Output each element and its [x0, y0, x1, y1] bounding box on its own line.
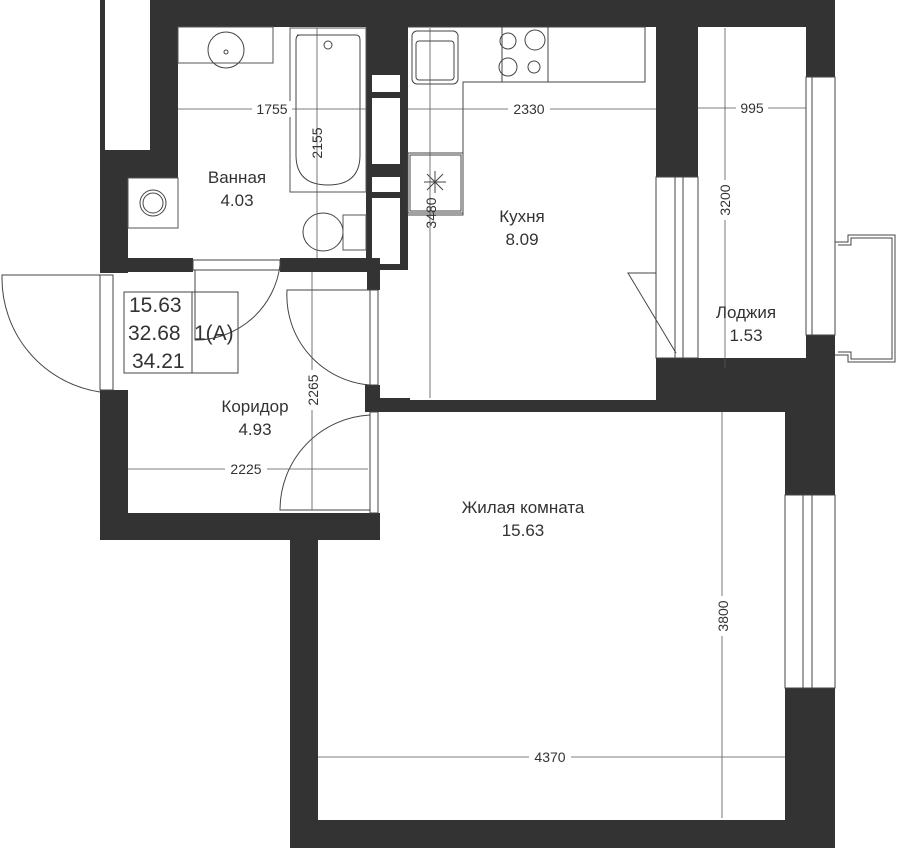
dim-bath-height: 2155	[309, 127, 325, 158]
dim-loggia-height: 3200	[717, 184, 733, 215]
living-room-area: 15.63	[502, 521, 545, 540]
kitchen-area: 8.09	[505, 230, 538, 249]
walls	[100, 0, 835, 848]
dim-bath-width: 1755	[256, 101, 287, 117]
area-summary-box: 15.63 32.68 34.21 1(A)	[123, 291, 239, 374]
kitchen-name: Кухня	[499, 207, 545, 226]
bathtub-icon	[289, 27, 367, 193]
summary-room-type: 1(A)	[194, 322, 234, 345]
room-labels: Ванная 4.03 Кухня 8.09 Лоджия 1.53 Корид…	[208, 168, 776, 540]
fixtures	[127, 26, 646, 252]
toilet-icon	[302, 212, 344, 252]
dim-kitchen-width: 2330	[513, 101, 544, 117]
kitchen-sink-icon	[411, 30, 459, 85]
summary-total-with-loggia: 34.21	[132, 350, 185, 373]
bathroom-area: 4.03	[220, 191, 253, 210]
loggia-name: Лоджия	[716, 303, 776, 322]
dim-loggia-width: 995	[740, 100, 764, 116]
corridor-area: 4.93	[238, 420, 271, 439]
dimension-labels: 1755 2155 2330 3480 995 3200 2265 2225 3…	[225, 100, 768, 765]
boiler-icon	[424, 171, 446, 193]
dimension-lines	[128, 28, 806, 818]
doors	[1, 259, 677, 514]
washer-icon	[139, 189, 167, 217]
living-room-name: Жилая комната	[462, 498, 585, 517]
windows	[655, 76, 896, 689]
dim-corridor-width: 2225	[230, 461, 261, 477]
dim-corridor-height: 2265	[305, 374, 321, 405]
loggia-area: 1.53	[729, 326, 762, 345]
bathroom-name: Ванная	[208, 168, 266, 187]
dim-living-width: 4370	[534, 749, 565, 765]
dim-kitchen-height: 3480	[423, 197, 439, 228]
sink-icon	[207, 31, 245, 69]
summary-living-area: 15.63	[129, 294, 182, 317]
stove-icon	[498, 29, 546, 77]
summary-total-area: 32.68	[128, 322, 181, 345]
dim-living-height: 3800	[715, 600, 731, 631]
corridor-name: Коридор	[221, 397, 288, 416]
